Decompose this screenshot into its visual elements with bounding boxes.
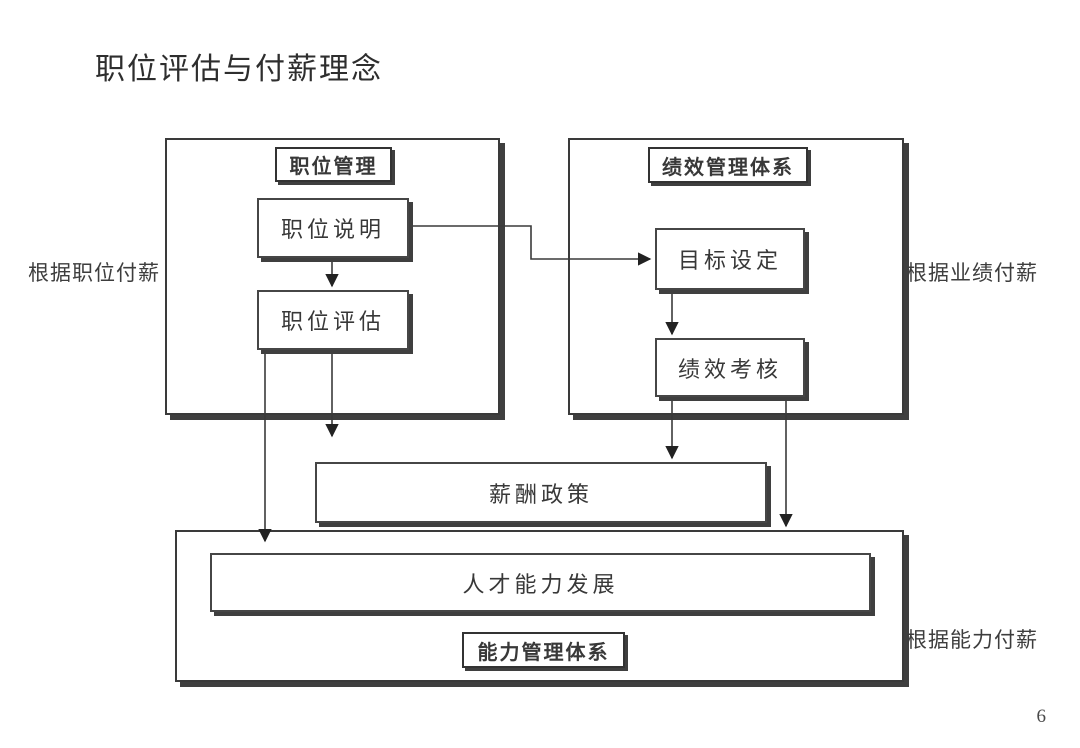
arrow-position-desc-to-goal-setting (407, 225, 652, 266)
node-performance-management-system: 绩效管理体系 (648, 147, 808, 183)
label-pay-by-position: 根据职位付薪 (28, 261, 160, 285)
node-capability-management-system: 能力管理体系 (462, 632, 625, 668)
node-position-management: 职位管理 (275, 147, 392, 182)
node-talent-capability-development: 人才能力发展 (210, 553, 871, 612)
page-number: 6 (1036, 706, 1047, 727)
node-pay-policy: 薪酬政策 (315, 462, 767, 523)
node-position-evaluation: 职位评估 (257, 290, 409, 350)
node-goal-setting: 目标设定 (655, 228, 805, 290)
label-pay-by-performance: 根据业绩付薪 (906, 261, 1038, 285)
page-title: 职位评估与付薪理念 (95, 53, 383, 86)
label-pay-by-capability: 根据能力付薪 (906, 628, 1038, 652)
node-position-description: 职位说明 (257, 198, 409, 258)
node-performance-review: 绩效考核 (655, 338, 805, 397)
